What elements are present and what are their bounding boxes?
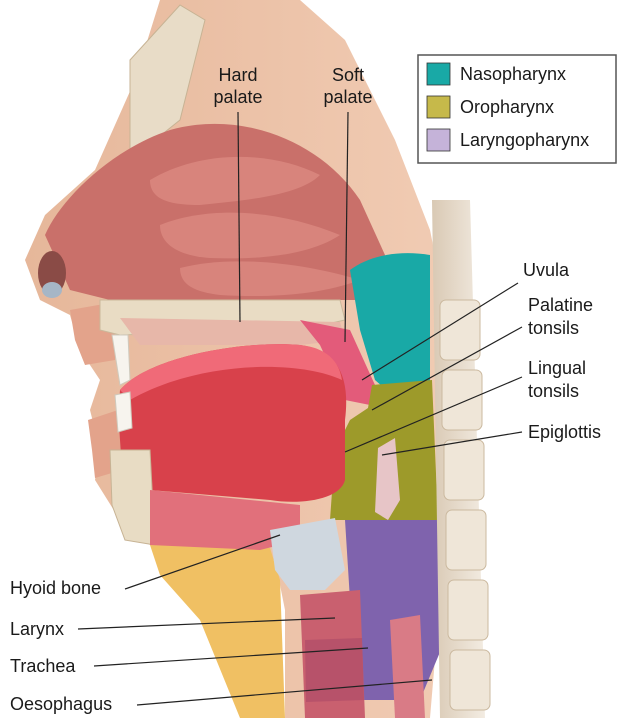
label-larynx-text: Larynx bbox=[10, 619, 64, 639]
label-hyoid-text: Hyoid bone bbox=[10, 578, 101, 598]
vertebra bbox=[450, 650, 490, 710]
vertebra bbox=[440, 300, 480, 360]
trachea-rings bbox=[305, 638, 364, 702]
vertebra bbox=[446, 510, 486, 570]
label-trachea-text: Trachea bbox=[10, 656, 76, 676]
label-palatine-line1: Palatine bbox=[528, 295, 593, 315]
oesophagus-shape bbox=[390, 615, 425, 718]
legend-label-oropharynx: Oropharynx bbox=[460, 97, 554, 117]
vertebra bbox=[442, 370, 482, 430]
vertebra bbox=[444, 440, 484, 500]
lower-incisor bbox=[115, 392, 132, 432]
nostril-tip bbox=[42, 282, 62, 298]
label-lingual-line1: Lingual bbox=[528, 358, 586, 378]
label-soft-palate-line2: palate bbox=[323, 87, 372, 107]
legend-swatch-oropharynx bbox=[427, 96, 450, 118]
legend-swatch-laryngopharynx bbox=[427, 129, 450, 151]
label-soft-palate-line1: Soft bbox=[332, 65, 364, 85]
legend-label-laryngopharynx: Laryngopharynx bbox=[460, 130, 589, 150]
label-hard-palate-line1: Hard bbox=[218, 65, 257, 85]
label-uvula-text: Uvula bbox=[523, 260, 570, 280]
vertebra bbox=[448, 580, 488, 640]
neck-fat bbox=[150, 545, 285, 718]
legend-label-nasopharynx: Nasopharynx bbox=[460, 64, 566, 84]
mandible bbox=[110, 450, 155, 545]
label-oesophagus-text: Oesophagus bbox=[10, 694, 112, 714]
label-hard-palate-line2: palate bbox=[213, 87, 262, 107]
legend-swatch-nasopharynx bbox=[427, 63, 450, 85]
label-epiglottis-text: Epiglottis bbox=[528, 422, 601, 442]
label-palatine-line2: tonsils bbox=[528, 318, 579, 338]
legend: Nasopharynx Oropharynx Laryngopharynx bbox=[418, 55, 616, 163]
label-lingual-line2: tonsils bbox=[528, 381, 579, 401]
